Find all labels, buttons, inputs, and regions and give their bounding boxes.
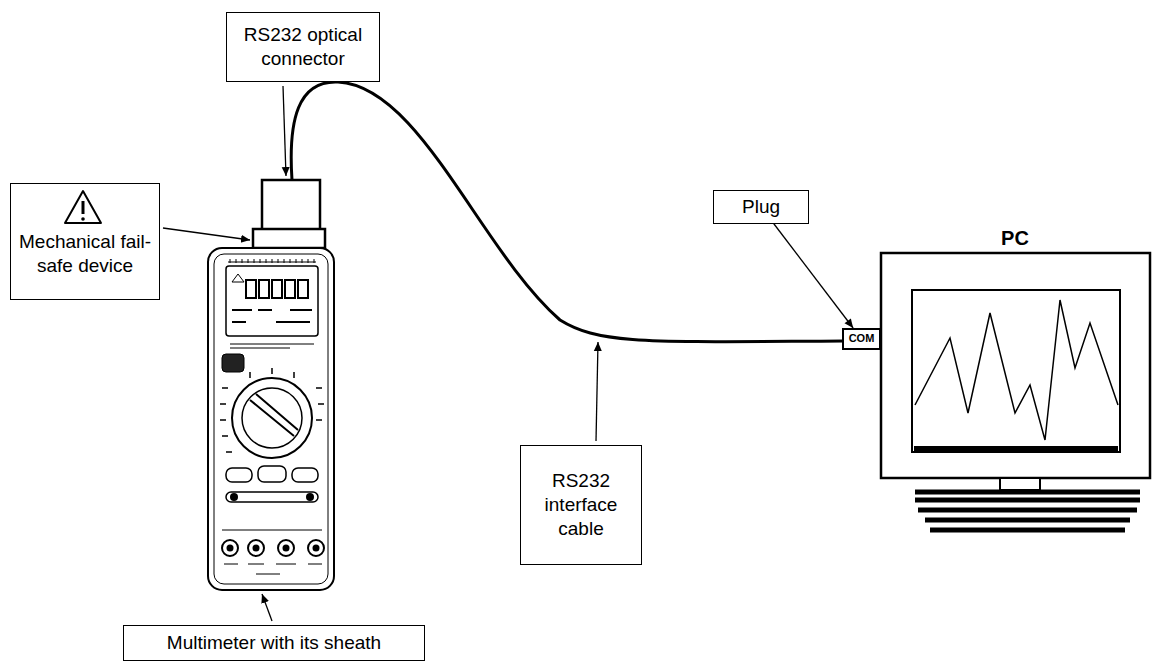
display [226,266,318,336]
range-button [222,354,244,372]
terminal-hole [283,545,290,552]
panel-marks [230,344,314,348]
label-box: Multimeter with its sheath [123,625,425,661]
rotary-switch-inner [242,388,302,448]
rotary-switch [232,378,312,458]
band-dot [230,493,238,501]
terminal-labels-marks [224,564,322,574]
node-label: Multimeter with its sheath [167,631,381,655]
digit [259,280,269,298]
digit [285,280,295,298]
button [226,468,252,482]
node-label: COM [849,332,875,346]
label-box: RS232 interface cable [520,445,642,565]
warning-bar [82,201,85,214]
digit [298,280,308,298]
leader-line [283,86,286,176]
bargraph [228,259,316,263]
button [292,468,318,482]
band-dot [306,493,314,501]
switch-knob [250,394,298,436]
arrowhead [845,318,854,328]
leader-line [262,594,272,621]
terminal-hole [313,545,320,552]
label-box: RS232 optical connector [226,12,380,82]
multimeter-sheath [208,248,334,590]
interface-cable [291,82,843,342]
node-label: Mechanical fail-safe device [17,230,153,278]
digit [246,280,256,298]
waveform [915,300,1118,440]
function-band [226,492,318,502]
node-label: RS232 interface cable [527,469,635,540]
connector [774,224,853,328]
optical-connector [262,180,320,230]
monitor [881,253,1150,478]
terminal [248,540,264,556]
display-warning [232,274,244,282]
switch-marks [220,368,324,452]
leader-line [163,228,250,240]
warning-dot [81,217,85,221]
computer-node: PC [880,226,1150,478]
label-box: Plug [713,190,809,224]
monitor-stand [915,492,1140,530]
button [258,466,286,482]
terminal-hole [253,545,260,552]
screen-bar [914,446,1118,451]
monitor-neck [1000,478,1040,490]
screen [912,290,1120,452]
fail-safe-device [253,229,325,248]
warning-symbol [63,189,103,225]
node-heading: PC [1001,226,1029,251]
terminal [222,540,238,556]
label-box: COM [842,328,881,350]
terminal-marks [222,530,322,531]
terminal [308,540,324,556]
multimeter-body [214,254,328,584]
terminal-hole [227,545,234,552]
digit [272,280,282,298]
terminal [278,540,294,556]
node-label: Plug [742,195,780,219]
leader-line [596,342,598,441]
node-label: RS232 optical connector [233,23,373,71]
warning-triangle [65,191,101,223]
display-marks [232,310,312,322]
